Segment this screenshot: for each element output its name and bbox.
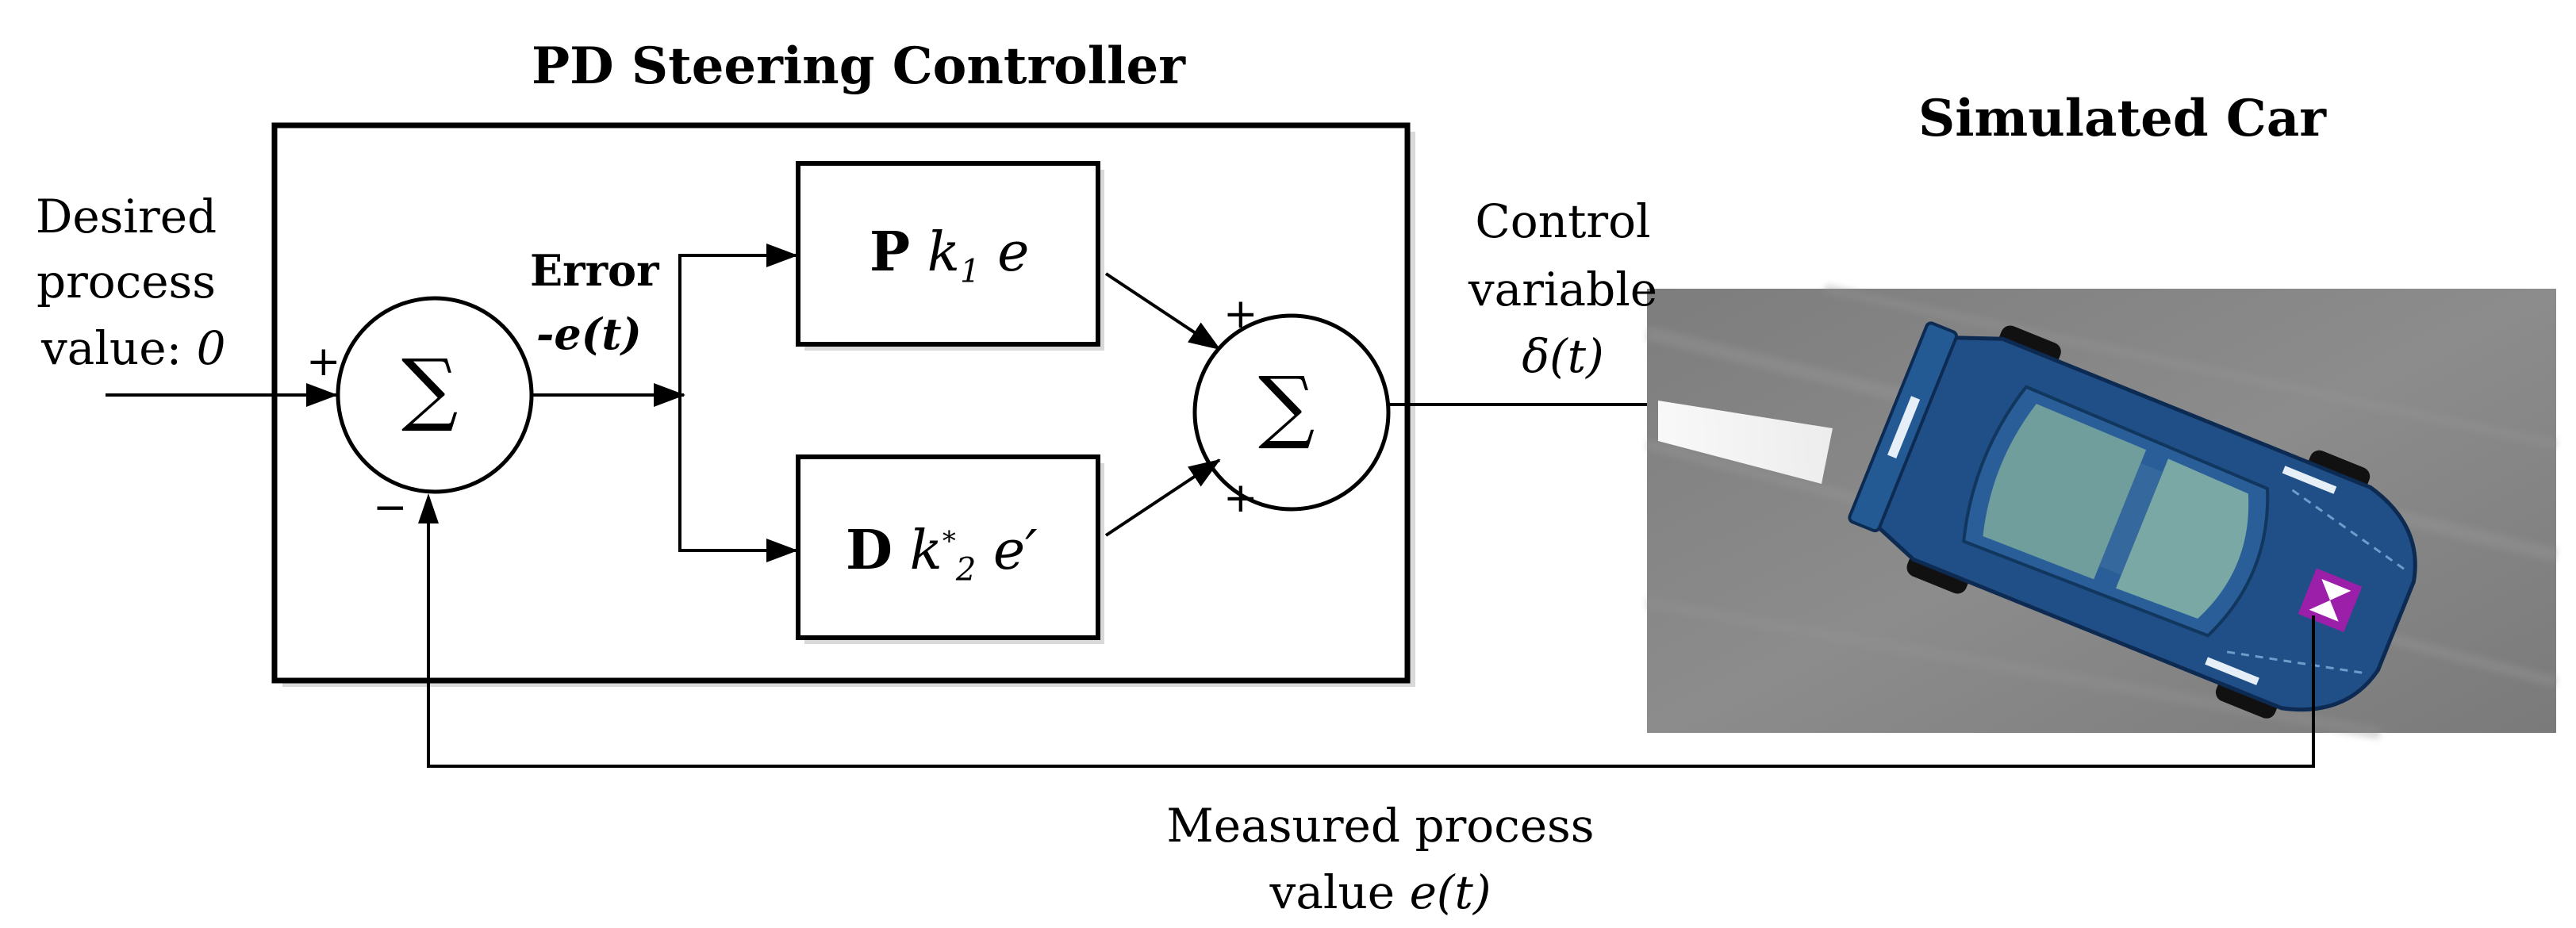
summer1-sigma: ∑ — [401, 342, 459, 435]
error-label: Error — [530, 245, 659, 296]
output-signal: δ(t) — [1522, 329, 1604, 383]
error-signal: -e(t) — [536, 309, 642, 359]
output-label-line2: variable — [1468, 263, 1658, 316]
feedback-line — [427, 501, 2315, 768]
summer2-plus-top: + — [1223, 290, 1258, 338]
p-to-summer-line — [1104, 272, 1221, 351]
feedback-label-line2: value e(t) — [1142, 869, 1618, 915]
feedback-label-line1: Measured process — [1166, 799, 1595, 853]
input-label-line3: value: 0 — [41, 325, 225, 371]
d-gain-sub: 2 — [955, 551, 977, 589]
feedback-value: e(t) — [1409, 865, 1491, 919]
p-var: e — [997, 221, 1030, 284]
light-beam — [1658, 401, 1833, 484]
p-block — [796, 161, 1100, 347]
car-title: Simulated Car — [1918, 89, 2326, 148]
feedback-arrowhead — [418, 493, 439, 523]
summer2-plus-bottom: + — [1223, 474, 1258, 522]
p-gain-sub: 1 — [959, 253, 981, 290]
summer2-sigma: ∑ — [1258, 359, 1315, 452]
d-gain: k — [909, 520, 942, 582]
p-gain: k — [927, 221, 960, 284]
d-gain-sup: * — [942, 525, 956, 558]
summer1-plus: + — [306, 338, 341, 385]
d-letter: D — [846, 519, 893, 582]
summer-2 — [1192, 313, 1391, 512]
d-block-label: D k*2 e′ — [846, 523, 1038, 586]
d-var: e′ — [992, 520, 1038, 582]
summer1-minus: − — [373, 484, 408, 531]
d-to-summer-line — [1104, 458, 1221, 537]
input-label-prefix: value: — [41, 321, 197, 375]
feedback-prefix: value — [1269, 865, 1410, 919]
p-letter: P — [870, 220, 911, 284]
input-label-line2: process — [36, 255, 217, 309]
d-block — [796, 454, 1100, 640]
controller-title: PD Steering Controller — [532, 36, 1185, 96]
output-label-line1: Control — [1475, 194, 1651, 248]
input-value: 0 — [196, 321, 226, 375]
p-block-label: P k1 e — [870, 225, 1029, 288]
car — [1848, 321, 2417, 719]
input-label-line1: Desired — [35, 190, 217, 244]
